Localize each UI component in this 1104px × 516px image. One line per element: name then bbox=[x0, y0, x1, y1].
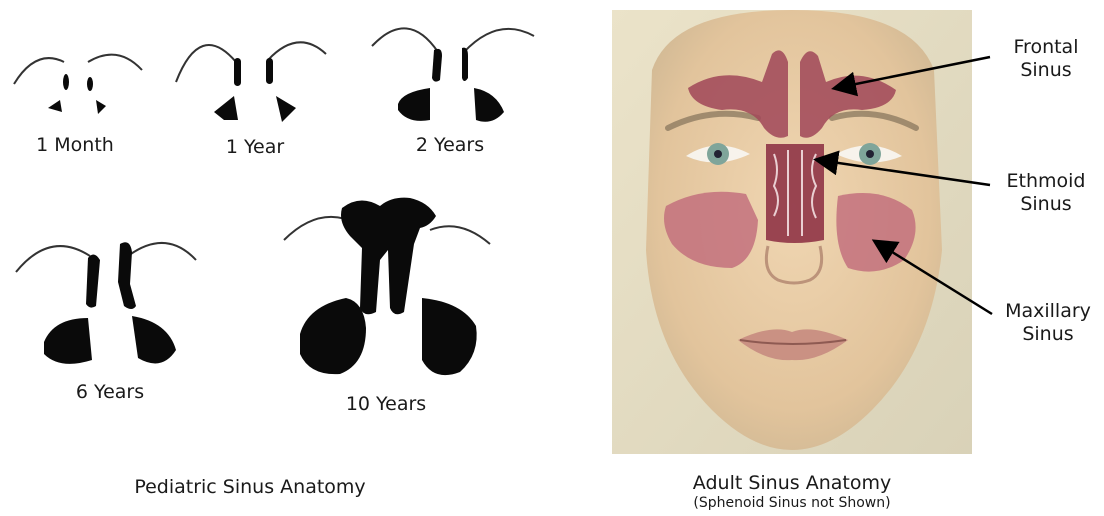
adult-title: Adult Sinus Anatomy bbox=[662, 472, 922, 494]
ethmoid-sinus-arrow bbox=[818, 160, 990, 185]
maxillary-sinus-label-line1: Maxillary bbox=[994, 300, 1102, 323]
ethmoid-sinus-label-line1: Ethmoid bbox=[996, 170, 1096, 193]
frontal-sinus-label-line2: Sinus bbox=[996, 59, 1096, 82]
frontal-sinus-label-line1: Frontal bbox=[996, 36, 1096, 59]
maxillary-sinus-label: Maxillary Sinus bbox=[994, 300, 1102, 346]
frontal-sinus-label: Frontal Sinus bbox=[996, 36, 1096, 82]
maxillary-sinus-label-line2: Sinus bbox=[994, 323, 1102, 346]
ethmoid-sinus-label-line2: Sinus bbox=[996, 193, 1096, 216]
ethmoid-sinus-label: Ethmoid Sinus bbox=[996, 170, 1096, 216]
adult-subtitle: (Sphenoid Sinus not Shown) bbox=[662, 495, 922, 511]
maxillary-sinus-arrow bbox=[876, 242, 992, 314]
frontal-sinus-arrow bbox=[836, 57, 990, 88]
